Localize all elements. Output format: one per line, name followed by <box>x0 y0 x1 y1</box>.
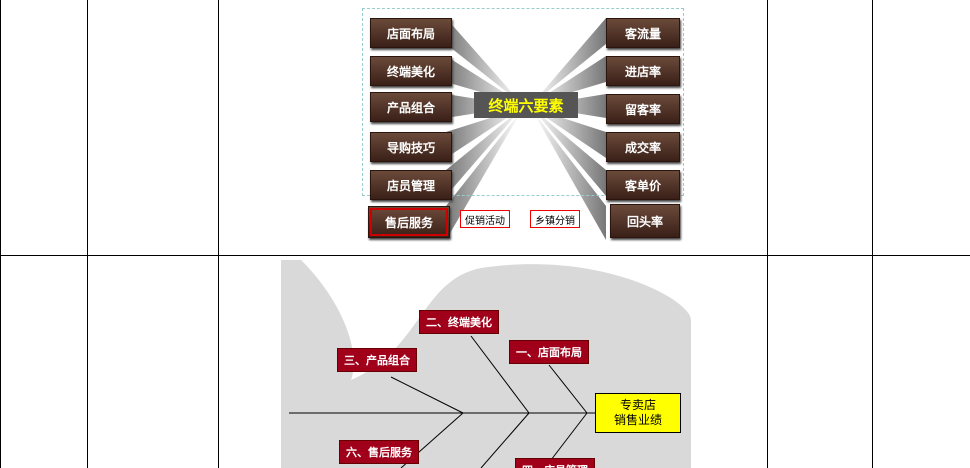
tag-town-distribution: 乡镇分销 <box>530 210 580 228</box>
fishbone-diagram: 二、终端美化 一、店面布局 三、产品组合 六、售后服务 四、店员管理 专卖店 销… <box>281 260 691 468</box>
tag-promotion: 促销活动 <box>460 210 510 228</box>
fishbone-node: 四、店员管理 <box>515 458 595 468</box>
left-item: 导购技巧 <box>370 132 452 162</box>
left-item: 产品组合 <box>370 92 452 122</box>
fishbone-node: 二、终端美化 <box>419 310 499 334</box>
fishbone-node: 一、店面布局 <box>509 340 589 364</box>
table-col-divider <box>767 0 768 468</box>
table-col-divider <box>218 0 219 468</box>
right-item: 客流量 <box>606 18 680 48</box>
right-item: 回头率 <box>610 204 680 238</box>
fish-head-line: 专卖店 <box>619 398 656 412</box>
table-border-left <box>0 0 1 468</box>
fishbone-node: 六、售后服务 <box>339 440 419 464</box>
center-label: 终端六要素 <box>474 92 578 118</box>
left-item: 店员管理 <box>370 170 452 200</box>
right-item: 成交率 <box>606 132 680 162</box>
fish-head-line: 销售业绩 <box>613 413 662 427</box>
right-item: 客单价 <box>606 170 680 200</box>
dashed-frame <box>362 8 684 196</box>
left-item-highlighted: 售后服务 <box>368 206 450 238</box>
table-col-divider <box>87 0 88 468</box>
left-item: 终端美化 <box>370 56 452 86</box>
table-row-divider <box>0 255 970 256</box>
table-col-divider <box>872 0 873 468</box>
right-item: 进店率 <box>606 56 680 86</box>
fish-head-result: 专卖店 销售业绩 <box>595 393 681 433</box>
right-item: 留客率 <box>606 94 680 124</box>
terminal-six-elements-diagram: 店面布局 终端美化 产品组合 导购技巧 店员管理 售后服务 客流量 进店率 留客… <box>282 0 686 242</box>
fishbone-node: 三、产品组合 <box>337 348 417 372</box>
left-item: 店面布局 <box>370 18 452 48</box>
connector-rays <box>446 18 606 240</box>
